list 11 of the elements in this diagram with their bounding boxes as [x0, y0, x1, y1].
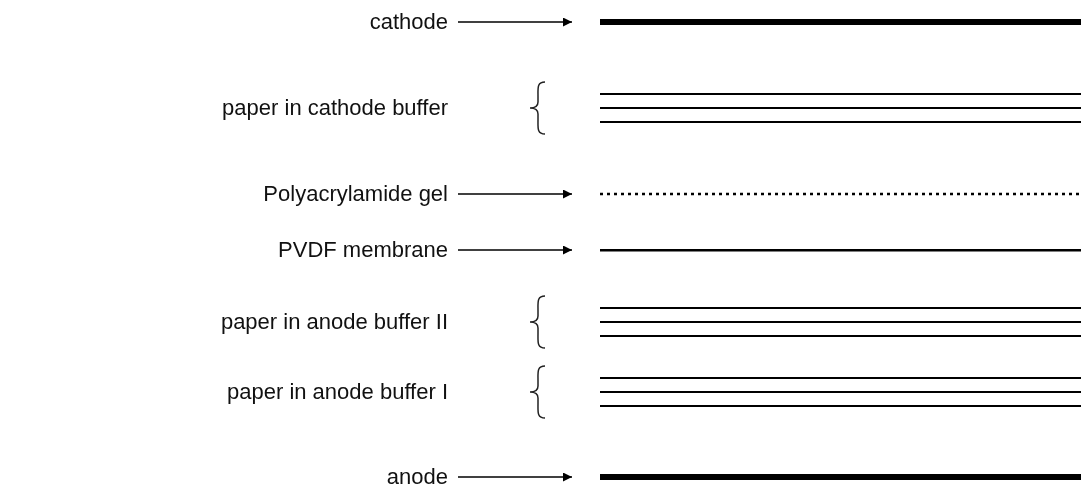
arrow	[457, 245, 573, 255]
arrow	[457, 189, 573, 199]
layer-label: PVDF membrane	[278, 235, 448, 265]
arrow	[457, 17, 573, 27]
layer-label: Polyacrylamide gel	[263, 179, 448, 209]
layer-label: paper in cathode buffer	[222, 93, 448, 123]
arrow	[457, 472, 573, 482]
layer-label: paper in anode buffer II	[220, 307, 448, 337]
layer-label: cathode	[369, 7, 448, 37]
layer-label: paper in anode buffer I	[227, 377, 448, 407]
layer-label: anode	[386, 462, 448, 491]
